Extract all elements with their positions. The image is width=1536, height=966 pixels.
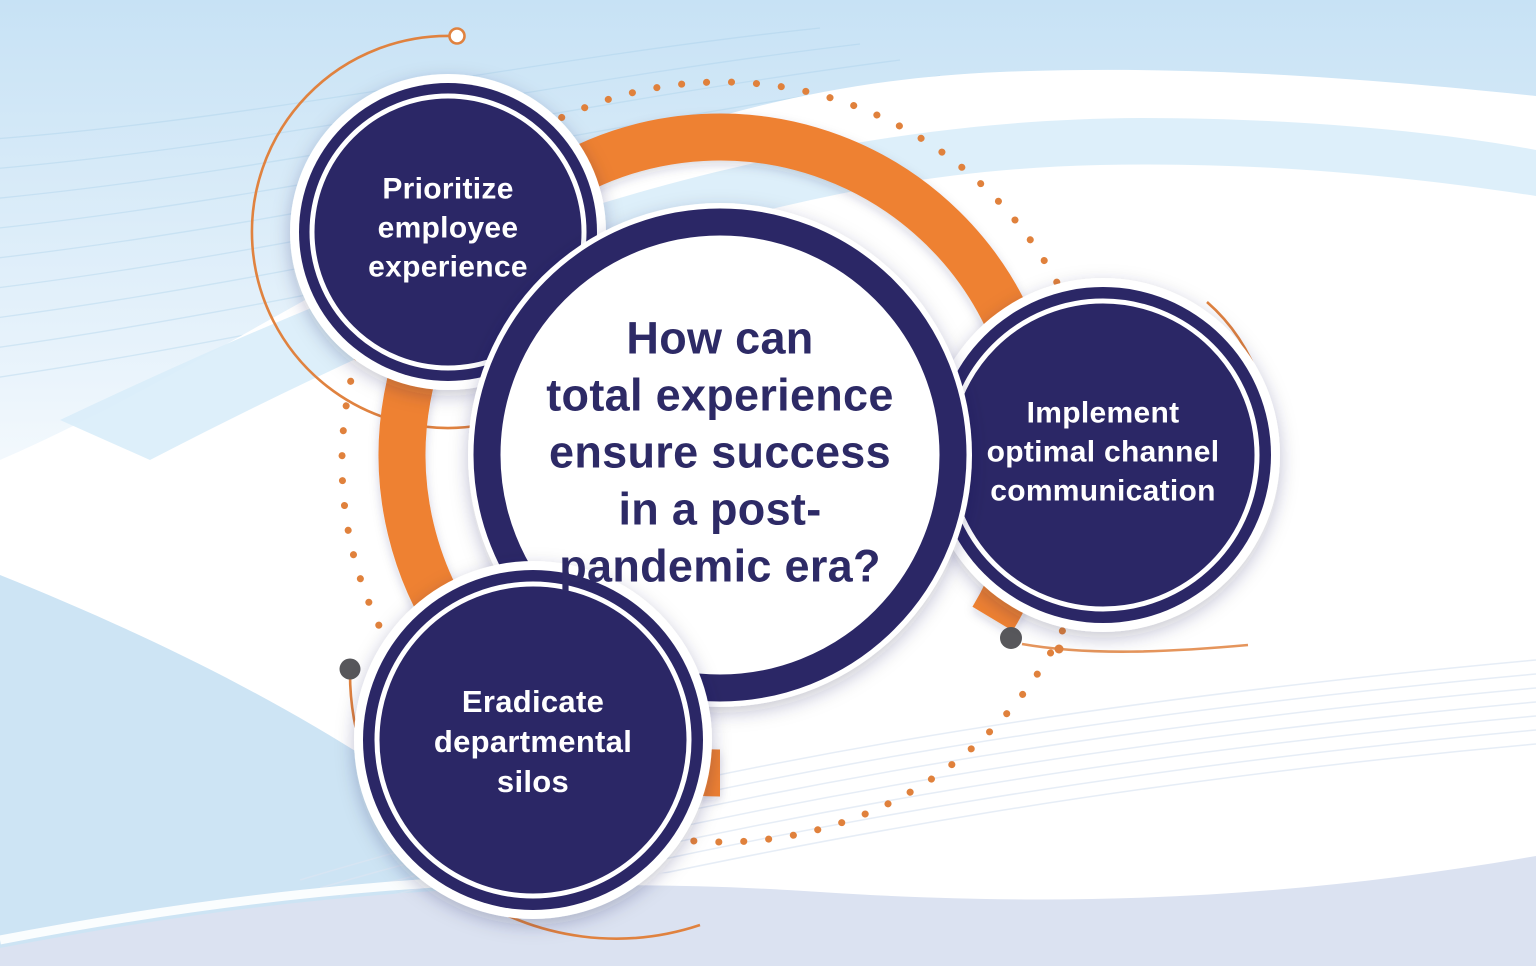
question-line: in a post- xyxy=(618,483,822,535)
label-implement-optimal-channel-communication: Implement optimal channel communication xyxy=(987,394,1220,511)
question-line: total experience xyxy=(546,369,894,421)
background-blue-wave-band xyxy=(60,118,1536,460)
central-question-text: How can total experience ensure success … xyxy=(546,310,893,595)
small-orange-dot-marker xyxy=(1054,644,1064,654)
label-line: employee xyxy=(377,211,519,245)
arc-start-ring-marker xyxy=(448,27,466,45)
label-prioritize-employee-experience: Prioritize employee experience xyxy=(368,170,528,287)
question-line: ensure success xyxy=(549,426,891,478)
circle-eradicate-departmental-silos xyxy=(354,561,712,919)
label-line: Eradicate xyxy=(461,684,605,719)
background-bottom-band xyxy=(0,856,1536,966)
label-line: departmental xyxy=(433,724,633,759)
circle-inner-ring xyxy=(374,581,692,899)
question-line: pandemic era? xyxy=(559,540,881,592)
background-wave-crest xyxy=(0,843,1536,945)
label-line: optimal channel xyxy=(986,435,1220,469)
label-line: experience xyxy=(368,250,528,284)
circle-disc xyxy=(935,287,1271,623)
label-line: communication xyxy=(990,474,1216,508)
label-eradicate-departmental-silos: Eradicate departmental silos xyxy=(434,682,632,802)
ring-end-gray-dot xyxy=(1000,627,1022,649)
label-line: silos xyxy=(496,764,570,799)
question-line: How can xyxy=(626,312,814,364)
arc-start-gray-dot xyxy=(339,658,361,680)
circle-disc xyxy=(363,570,703,910)
arc-connector-bottom-right xyxy=(1021,642,1249,653)
circle-disc xyxy=(473,208,967,702)
label-line: Prioritize xyxy=(382,172,514,206)
label-line: Implement xyxy=(1026,396,1180,430)
circle-inner-ring xyxy=(309,93,587,371)
